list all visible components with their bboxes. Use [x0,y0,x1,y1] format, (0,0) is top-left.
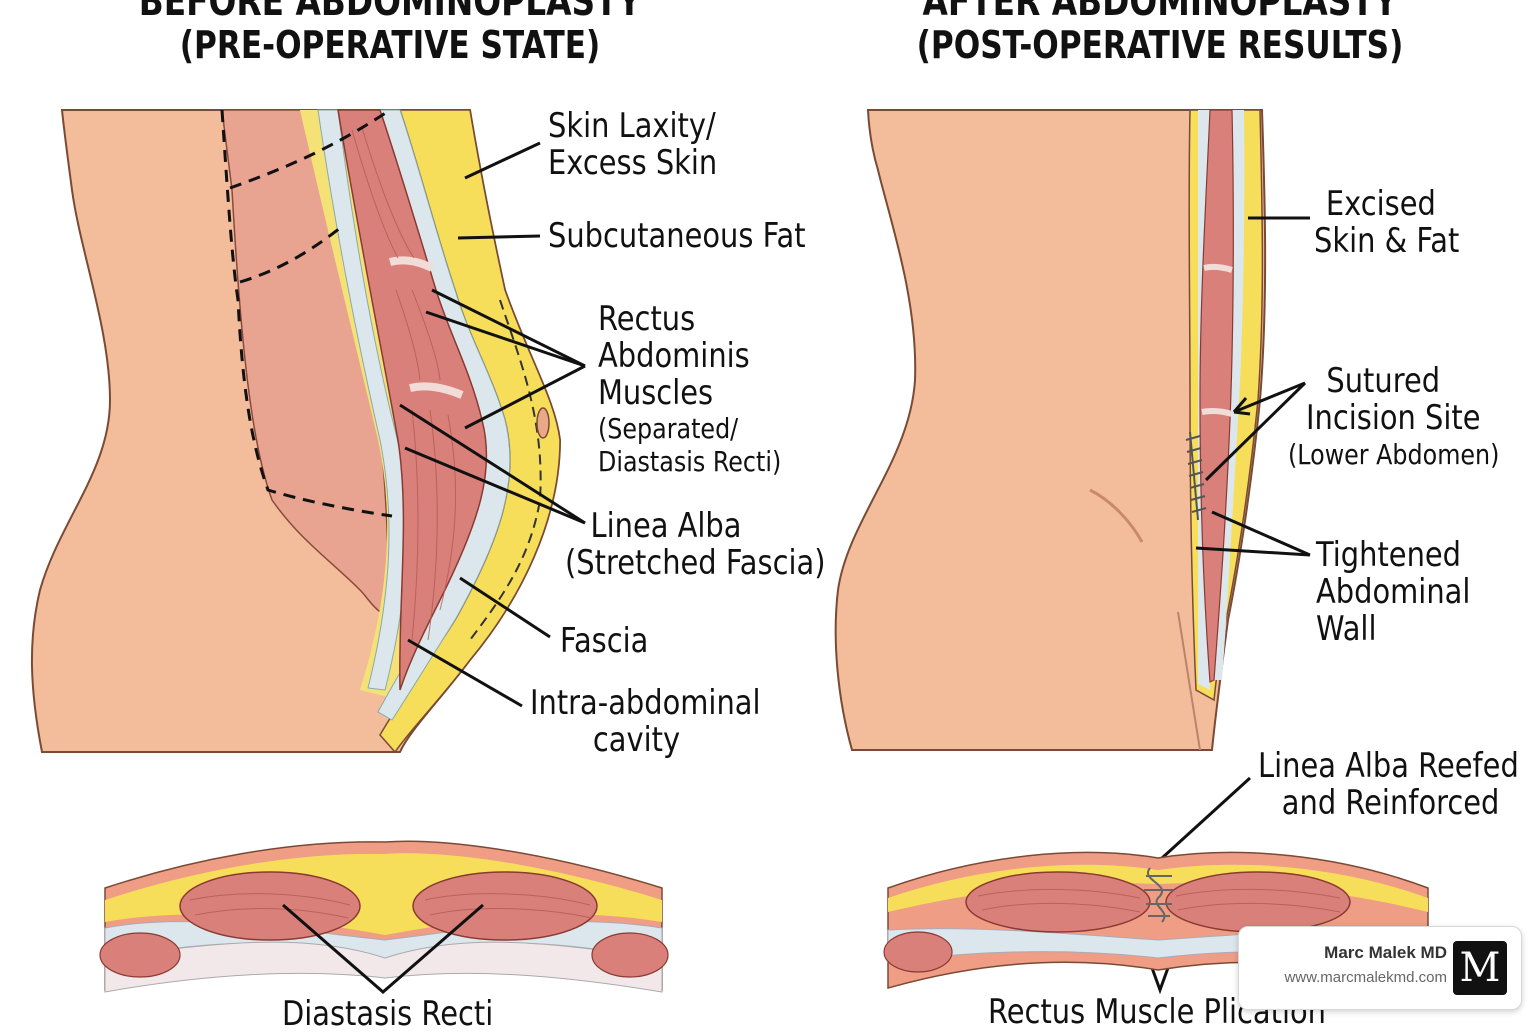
label-intra-abdominal: Intra-abdominal cavity [530,685,761,759]
before-torso [30,108,562,754]
badge-url: www.marcmalekmd.com [1284,969,1447,986]
label-sutured-line1: Sutured [1326,361,1441,401]
label-skin-laxity: Skin Laxity/ Excess Skin [548,108,717,182]
before-header-subtitle: (PRE-OPERATIVE STATE) [179,23,601,67]
before-leader-lines [399,141,586,708]
label-linea-alba-line1: Linea Alba [590,506,742,546]
before-header: BEFORE ABDOMINOPLASTY (PRE-OPERATIVE STA… [95,0,685,68]
label-intra-abdominal-line1: Intra-abdominal [530,683,761,723]
label-tightened: Tightened Abdominal Wall [1316,537,1470,648]
label-linea-reefed: Linea Alba Reefed and Reinforced [1258,748,1519,822]
label-tightened-line1: Tightened [1316,535,1462,575]
label-linea-alba: Linea Alba (Stretched Fascia) [565,508,825,582]
before-cross-section [99,840,669,994]
label-sutured-line2: Incision Site [1306,398,1481,438]
label-sutured-note: (Lower Abdomen) [1288,438,1500,471]
m-logo-icon: M [1453,941,1507,995]
label-subcutaneous-fat: Subcutaneous Fat [548,216,806,256]
after-header: AFTER ABDOMINOPLASTY (POST-OPERATIVE RES… [848,0,1471,68]
badge-name: Marc Malek MD [1324,943,1447,962]
after-header-title: AFTER ABDOMINOPLASTY [922,0,1398,25]
watermark-badge: Marc Malek MD www.marcmalekmd.com M [1238,926,1522,1010]
before-header-title: BEFORE ABDOMINOPLASTY [138,0,642,25]
label-skin-laxity-line1: Skin Laxity/ [548,106,716,146]
label-rectus-line3: Muscles [598,373,714,413]
label-rectus-note: (Separated/ Diastasis Recti) [598,412,781,478]
label-rectus: Rectus Abdominis Muscles [598,301,750,412]
label-rectus-note-line2: Diastasis Recti) [598,445,782,478]
after-torso [834,109,1267,751]
label-sutured: Sutured Incision Site [1306,363,1481,437]
label-linea-reefed-line2: and Reinforced [1281,783,1500,823]
label-diastasis-recti: Diastasis Recti [282,994,494,1034]
label-excised-line1: Excised [1325,184,1436,224]
label-linea-reefed-line1: Linea Alba Reefed [1258,746,1519,786]
label-intra-abdominal-line2: cavity [592,720,681,760]
label-excised: Excised Skin & Fat [1314,186,1459,260]
label-skin-laxity-line2: Excess Skin [548,143,718,183]
after-header-subtitle: (POST-OPERATIVE RESULTS) [916,23,1404,67]
label-rectus-note-line1: (Separated/ [598,412,739,445]
label-rectus-line2: Abdominis [598,336,750,376]
label-excised-line2: Skin & Fat [1314,221,1460,261]
label-fascia: Fascia [560,621,649,661]
label-tightened-line2: Abdominal [1316,572,1471,612]
label-linea-alba-line2: (Stretched Fascia) [565,543,826,583]
label-tightened-line3: Wall [1316,609,1377,649]
label-rectus-line1: Rectus [598,299,696,339]
